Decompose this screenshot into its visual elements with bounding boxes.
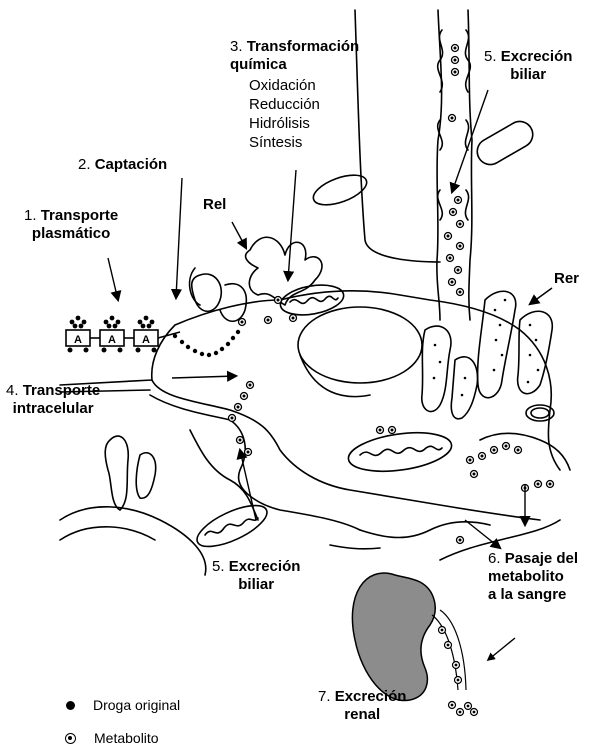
label-transporte-plasmatico: 1. Transporte plasmático [24,207,118,243]
label-pasaje-metabolito: 6. Pasaje del metabolito a la sangre [488,550,578,604]
label-excrecion-renal: 7. Excreción renal [318,688,406,724]
step-number: 7. [318,688,331,705]
step-title-2: renal [344,706,380,723]
step-number: 2. [78,156,91,173]
rer-text: Rer [554,270,579,287]
albumin-carriers [66,330,180,346]
albumin-label: A [74,334,82,346]
rel-tubules [246,237,322,305]
step-title: Excreción [229,558,301,575]
step-title-2: plasmático [32,225,110,242]
list-item: Oxidación [249,76,320,95]
list-item: Reducción [249,95,320,114]
step-number: 5. [212,558,225,575]
step-title-2: biliar [510,66,546,83]
step-title: Captación [95,156,168,173]
drug-dot-trail [173,330,240,357]
albumin-label: A [142,334,150,346]
step-title-2: metabolito [488,568,564,585]
rer-ribosomes [433,299,540,397]
legend-label: Metabolito [94,730,159,746]
label-transformacion-quimica: 3. Transformación química [230,38,359,74]
arrow-transporte [108,258,118,300]
metabolite-icon [65,733,76,744]
arrow-intracelular [172,376,236,378]
step-title: Transformación [247,38,360,55]
step-title: Transporte [23,382,101,399]
cell-membrane [60,291,560,520]
step-title-3: a la sangre [488,586,566,603]
arrow-rel [232,222,246,248]
albumin-label: A [108,334,116,346]
label-transporte-intracelular: 4. Transporte intracelular [6,382,100,418]
step-number: 4. [6,382,19,399]
step-number: 6. [488,550,501,567]
step-title: Excreción [335,688,407,705]
kidney [352,573,435,700]
legend-metabolito: Metabolito [65,730,159,746]
label-rel: Rel [203,196,226,214]
step-number: 5. [484,48,497,65]
list-item: Síntesis [249,133,320,152]
rel-text: Rel [203,196,226,213]
label-excrecion-biliar-top: 5. Excreción biliar [484,48,572,84]
step-number: 3. [230,38,243,55]
arrow-biliar-bottom [240,450,256,520]
nucleus [298,307,422,383]
label-rer: Rer [554,270,579,288]
legend-label: Droga original [93,697,180,713]
step-title-2: biliar [238,576,274,593]
arrow-rer [530,288,552,304]
transformacion-list: Oxidación Reducción Hidrólisis Síntesis [249,76,320,152]
step-title: Excreción [501,48,573,65]
step-title: Transporte [41,207,119,224]
arrow-renal [488,638,515,660]
legend-droga-original: Droga original [66,697,180,713]
label-excrecion-biliar-bottom: 5. Excreción biliar [212,558,300,594]
step-title-2: intracelular [13,400,94,417]
drug-dot-icon [66,701,75,710]
step-number: 1. [24,207,37,224]
rer-tubules [478,291,516,397]
step-title: Pasaje del [505,550,578,567]
step-title-2: química [230,56,287,73]
arrow-transformacion [288,170,296,280]
arrow-captacion [176,178,182,298]
list-item: Hidrólisis [249,114,320,133]
label-captacion: 2. Captación [78,156,167,174]
